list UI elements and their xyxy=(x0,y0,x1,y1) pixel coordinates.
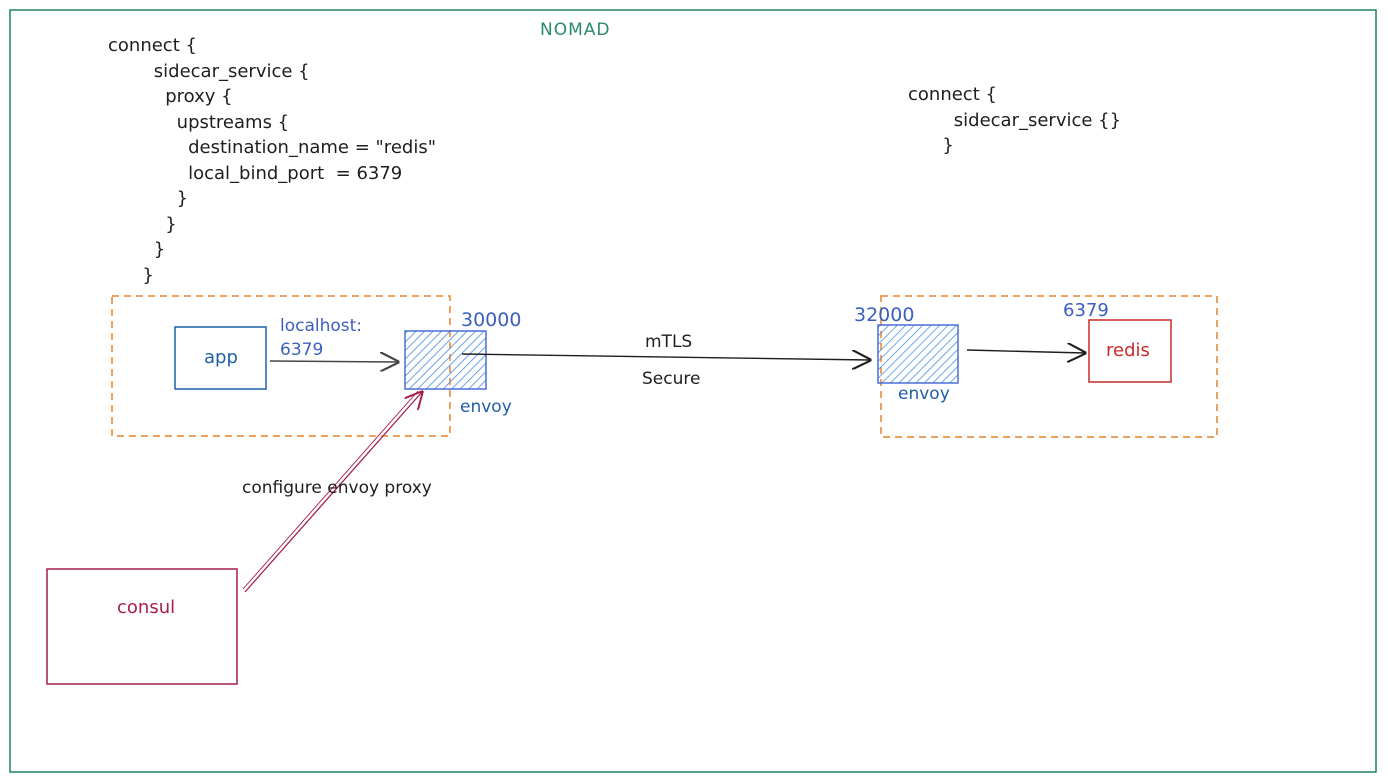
envoy-left-label: envoy xyxy=(460,397,512,417)
secure-label: Secure xyxy=(642,369,701,389)
mtls-label: mTLS xyxy=(645,332,693,352)
code-line: } xyxy=(108,264,154,286)
right-config-block: connect { sidecar_service {} } xyxy=(908,82,1121,159)
app-to-envoy-arrow xyxy=(269,361,398,362)
redis-box xyxy=(1088,319,1172,383)
code-line: } xyxy=(908,135,954,156)
nomad-frame xyxy=(9,9,1377,773)
consul-label: consul xyxy=(117,597,176,618)
code-line: } xyxy=(108,213,177,235)
left-envoy-port: 30000 xyxy=(461,309,522,331)
consul-to-envoy-arrow-shadow xyxy=(242,390,419,590)
code-line: destination_name = "redis" xyxy=(108,137,436,158)
right-envoy-port: 32000 xyxy=(854,304,915,326)
code-line: upstreams { xyxy=(108,111,290,133)
code-line: connect { xyxy=(108,35,197,56)
app-box xyxy=(174,326,267,390)
code-line: } xyxy=(108,239,166,260)
consul-box xyxy=(46,568,238,685)
configure-envoy-label: configure envoy proxy xyxy=(242,478,432,498)
code-line: local_bind_port = 6379 xyxy=(108,162,403,184)
nomad-title: NOMAD xyxy=(540,20,611,40)
redis-port: 6379 xyxy=(1063,300,1109,321)
envoy-left-box xyxy=(404,330,487,390)
code-line: connect { xyxy=(908,84,997,105)
envoy-right-box xyxy=(877,324,959,384)
left-config-block: connect { sidecar_service { proxy { upst… xyxy=(108,33,436,288)
envoy-to-envoy-arrow xyxy=(461,354,870,360)
code-line: sidecar_service {} xyxy=(908,109,1122,131)
app-label: app xyxy=(204,347,238,368)
code-line: sidecar_service { xyxy=(108,60,310,82)
redis-label: redis xyxy=(1106,340,1150,361)
app-to-envoy-label: localhost: 6379 xyxy=(280,316,363,360)
code-line: } xyxy=(108,188,189,209)
consul-to-envoy-arrow xyxy=(244,392,422,593)
code-line: proxy { xyxy=(108,86,233,107)
envoy-to-redis-arrow xyxy=(966,350,1085,353)
right-service-group xyxy=(880,295,1218,438)
envoy-right-label: envoy xyxy=(898,384,950,404)
